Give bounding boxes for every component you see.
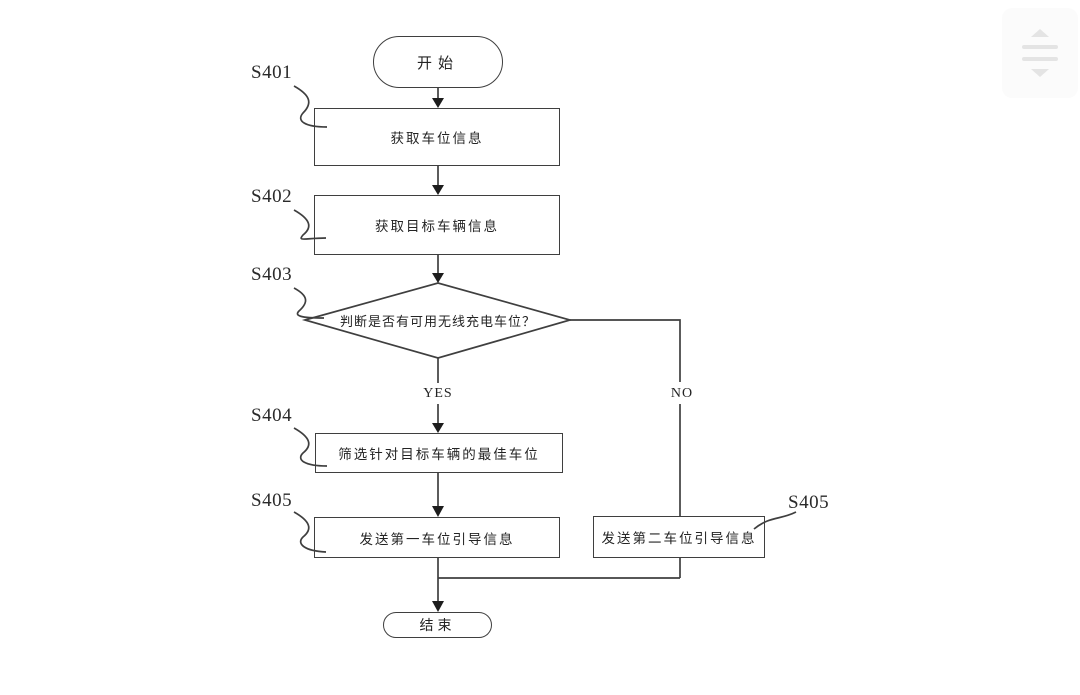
step-label-s403: S403 [251, 264, 293, 285]
branch-label-no: NO [670, 386, 694, 401]
leader-s403 [293, 287, 325, 319]
arrowhead-into-s404 [432, 423, 444, 433]
arrowhead-into-s402 [432, 185, 444, 195]
process-box-s405-second: 发送第二车位引导信息 [593, 516, 765, 558]
arrowhead-into-s401 [432, 98, 444, 108]
leader-s405-second [753, 511, 797, 530]
branch-label-yes: YES [423, 386, 453, 401]
process-box-s402: 获取目标车辆信息 [314, 195, 560, 255]
scroll-bar-icon [1022, 45, 1058, 49]
connector-s403-to-no [570, 319, 681, 382]
leader-s401 [293, 85, 328, 128]
leader-s405-first [293, 511, 327, 553]
arrowhead-into-s405a [432, 506, 444, 517]
start-node: 开始 [373, 36, 503, 88]
leader-s404 [293, 427, 328, 467]
process-box-s401: 获取车位信息 [314, 108, 560, 166]
leader-s402 [293, 209, 327, 240]
end-node: 结束 [383, 612, 492, 638]
step-label-s405-first: S405 [251, 490, 293, 511]
step-label-s401: S401 [251, 62, 293, 83]
decision-diamond-shape [301, 282, 574, 359]
scroll-down-icon [1031, 69, 1049, 77]
arrowhead-into-end [432, 601, 444, 612]
process-box-s405-first: 发送第一车位引导信息 [314, 517, 560, 558]
step-label-s402: S402 [251, 186, 293, 207]
process-box-s404: 筛选针对目标车辆的最佳车位 [315, 433, 563, 473]
scroll-indicator[interactable] [1002, 8, 1078, 98]
arrowhead-into-s403 [432, 273, 444, 283]
step-label-s405-second: S405 [788, 492, 830, 513]
decision-label-s403: 判断是否有可用无线充电车位？ [339, 313, 536, 329]
step-label-s404: S404 [251, 405, 293, 426]
scroll-bar-icon [1022, 57, 1058, 61]
scroll-up-icon [1031, 29, 1049, 37]
